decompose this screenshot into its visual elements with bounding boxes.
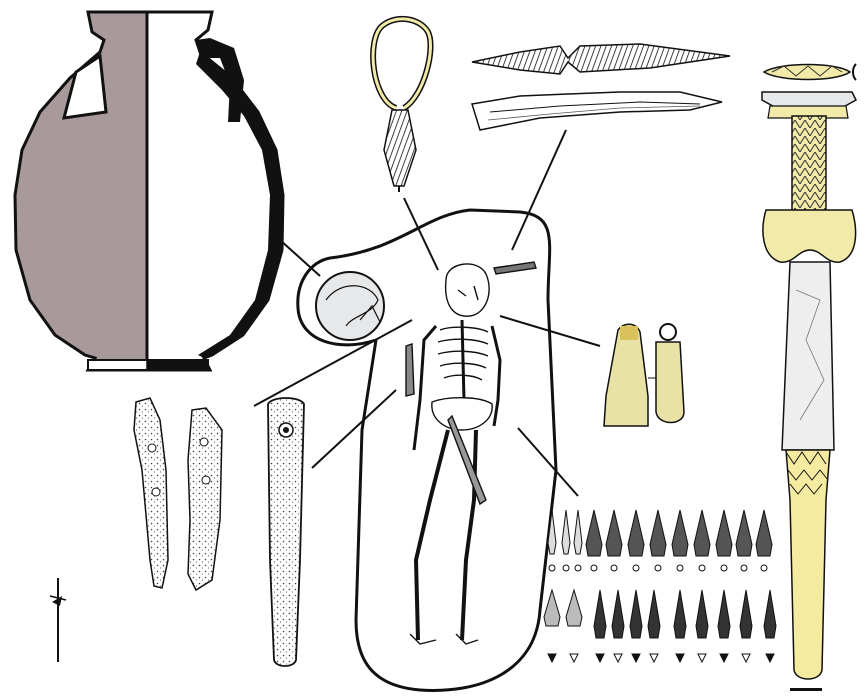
amphora <box>15 12 283 370</box>
north-arrow <box>50 578 66 662</box>
arrowheads <box>544 510 776 662</box>
arrowhead-section <box>676 654 684 662</box>
bone-plaques <box>134 398 222 590</box>
arrowhead-section <box>741 565 747 571</box>
whetstone-in-grave <box>406 344 414 396</box>
arrowhead-section <box>677 565 683 571</box>
arrowhead-section <box>614 654 622 662</box>
arrowhead <box>674 590 686 638</box>
arrowhead <box>696 590 708 638</box>
arrowhead <box>612 590 624 638</box>
bone-plaque-right <box>188 408 222 590</box>
arrowhead <box>630 590 642 638</box>
arrowhead <box>562 510 570 554</box>
arrowhead <box>716 510 732 556</box>
arrowhead-section <box>632 654 640 662</box>
whetstone-pendant-right <box>656 342 684 423</box>
grave-pit <box>298 210 556 690</box>
bone-plaque-left <box>134 398 168 588</box>
arrowhead-section <box>563 565 569 571</box>
arrowhead <box>566 590 582 626</box>
dagger-guard <box>763 210 856 262</box>
arrowhead <box>694 510 710 556</box>
torque-pendant <box>373 19 430 192</box>
arrowhead <box>740 590 752 638</box>
dagger-blade <box>782 262 834 450</box>
knife-blade-top <box>472 44 730 74</box>
arrowhead <box>586 510 602 556</box>
arrowhead <box>718 590 730 638</box>
arrowhead <box>606 510 622 556</box>
arrowhead <box>544 590 560 626</box>
arrowhead-section <box>548 654 556 662</box>
arrowhead-section <box>570 654 578 662</box>
iron-knife <box>472 44 730 130</box>
arrowhead <box>756 510 772 556</box>
arrowhead <box>628 510 644 556</box>
pendant <box>384 110 416 186</box>
arrowhead <box>650 510 666 556</box>
arrowhead-section <box>655 565 661 571</box>
scale-bar <box>790 688 822 691</box>
skull <box>446 264 490 316</box>
dagger-scabbard-chape <box>786 450 830 679</box>
whetstone-pendant-loop <box>660 324 676 340</box>
arrowhead <box>574 510 582 554</box>
arrowhead-section <box>611 565 617 571</box>
arrowhead <box>764 590 776 638</box>
whetstone <box>268 398 304 666</box>
arrowhead-section <box>633 565 639 571</box>
arrowhead-section <box>742 654 750 662</box>
amphora-foot-section <box>147 360 208 370</box>
whetstones-pair <box>604 324 684 426</box>
arrowhead-section <box>650 654 658 662</box>
arrowhead-section <box>549 565 555 571</box>
arrowhead-section <box>766 654 774 662</box>
whetstone-body <box>268 398 304 666</box>
arrowhead-section <box>591 565 597 571</box>
arrowhead-section <box>721 565 727 571</box>
knife-blade-profile <box>472 92 722 130</box>
arrowhead-section <box>761 565 767 571</box>
arrowhead-section <box>699 565 705 571</box>
arrowhead-section <box>575 565 581 571</box>
amphora-left-half <box>15 12 147 370</box>
arrowhead-section <box>596 654 604 662</box>
bronze-dagger <box>762 64 856 691</box>
arrowhead <box>736 510 752 556</box>
arrowhead-section <box>720 654 728 662</box>
spine <box>462 320 464 400</box>
arrowhead <box>672 510 688 556</box>
dagger-grip <box>792 116 826 212</box>
arrowhead <box>648 590 660 638</box>
arrowhead-section <box>698 654 706 662</box>
arrowhead <box>594 590 606 638</box>
